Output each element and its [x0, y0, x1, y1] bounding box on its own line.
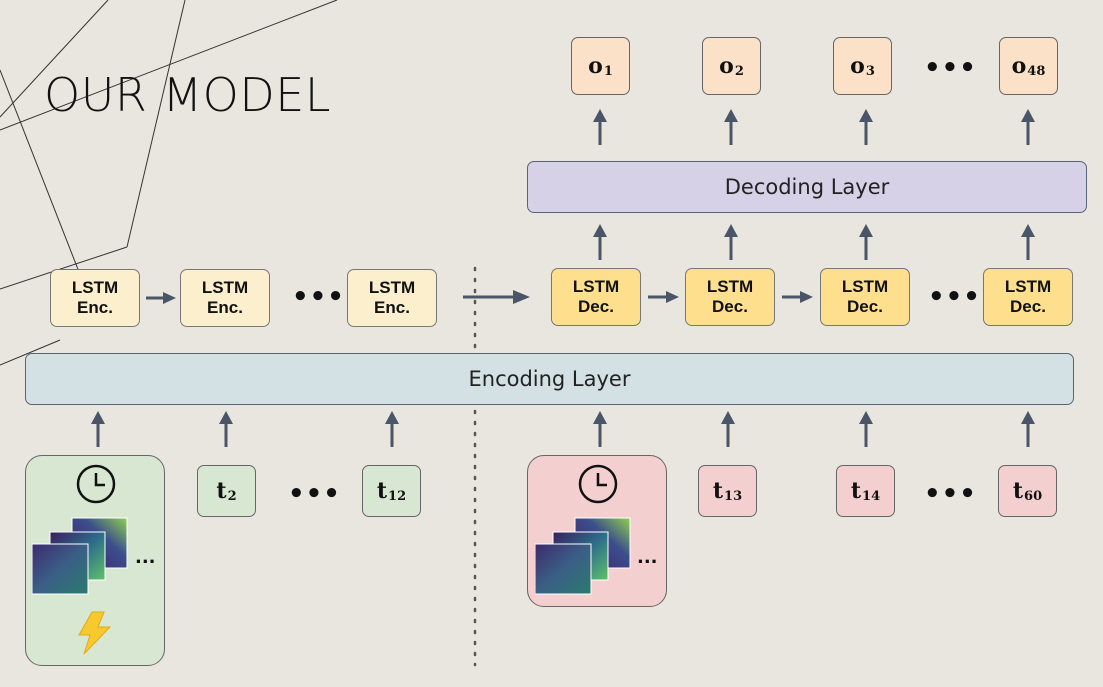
arrow-icon	[219, 411, 233, 447]
cell-label-line2: Dec.	[578, 297, 614, 316]
token-subscript: 2	[227, 488, 237, 504]
token-base: t	[850, 478, 862, 504]
token-base: o	[850, 53, 865, 79]
decoder-ellipsis: •••	[928, 282, 981, 312]
arrow-icon	[859, 224, 873, 260]
arrow-icon	[463, 290, 530, 304]
arrow-icon	[1021, 411, 1035, 447]
cell-label-line1: LSTM	[572, 277, 620, 296]
lightning-bolt-icon	[78, 611, 112, 655]
satellite-image-stack-icon	[535, 517, 631, 595]
satellite-image-stack-icon	[32, 517, 128, 595]
arrow-icon	[593, 224, 607, 260]
arrow-icon	[385, 411, 399, 447]
cell-label-line1: LSTM	[1004, 277, 1052, 296]
token-subscript: 14	[862, 488, 881, 504]
encoder-ellipsis: •••	[292, 282, 345, 312]
decoding-layer: Decoding Layer	[527, 161, 1087, 213]
arrow-icon	[721, 411, 735, 447]
token-base: o	[719, 53, 734, 79]
arrow-icon	[1021, 224, 1035, 260]
token-base: t	[1012, 478, 1024, 504]
token-subscript: 2	[734, 63, 744, 79]
image-ellipsis: ...	[135, 547, 156, 568]
token-subscript: 3	[865, 63, 875, 79]
cell-label-line1: LSTM	[706, 277, 754, 296]
output-ellipsis: •••	[924, 53, 977, 83]
cell-label-line1: LSTM	[71, 278, 119, 297]
input-ellipsis: •••	[924, 479, 977, 509]
arrow-icon	[859, 109, 873, 145]
arrow-icon	[146, 292, 176, 304]
cell-label-line1: LSTM	[841, 277, 889, 296]
arrow-icon	[724, 109, 738, 145]
cell-label-line2: Dec.	[847, 297, 883, 316]
arrow-icon	[91, 411, 105, 447]
token-base: o	[1011, 53, 1027, 79]
token-base: o	[588, 53, 603, 79]
cell-label-line2: Dec.	[712, 297, 748, 316]
token-subscript: 48	[1027, 63, 1046, 79]
cell-label-line2: Dec.	[1010, 297, 1046, 316]
arrow-icon	[648, 291, 679, 303]
cell-label-line2: Enc.	[207, 298, 243, 317]
token-base: t	[712, 478, 724, 504]
input-ellipsis: •••	[288, 479, 341, 509]
cell-label-line2: Enc.	[374, 298, 410, 317]
token-subscript: 60	[1024, 488, 1043, 504]
arrow-icon	[859, 411, 873, 447]
arrow-icon	[593, 411, 607, 447]
token-subscript: 12	[388, 488, 407, 504]
arrow-icon	[724, 224, 738, 260]
cell-label-line1: LSTM	[201, 278, 249, 297]
token-subscript: 1	[603, 63, 613, 79]
clock-icon	[578, 464, 618, 504]
page-title: OUR MODEL	[44, 68, 331, 122]
arrow-icon	[1021, 109, 1035, 145]
token-base: t	[376, 478, 388, 504]
cell-label-line1: LSTM	[368, 278, 416, 297]
encoding-layer: Encoding Layer	[25, 353, 1074, 405]
token-base: t	[216, 478, 227, 504]
cell-label-line2: Enc.	[77, 298, 113, 317]
clock-icon	[76, 464, 116, 504]
arrow-icon	[593, 109, 607, 145]
token-subscript: 13	[724, 488, 743, 504]
arrow-icon	[782, 291, 813, 303]
image-ellipsis: ...	[637, 547, 658, 568]
